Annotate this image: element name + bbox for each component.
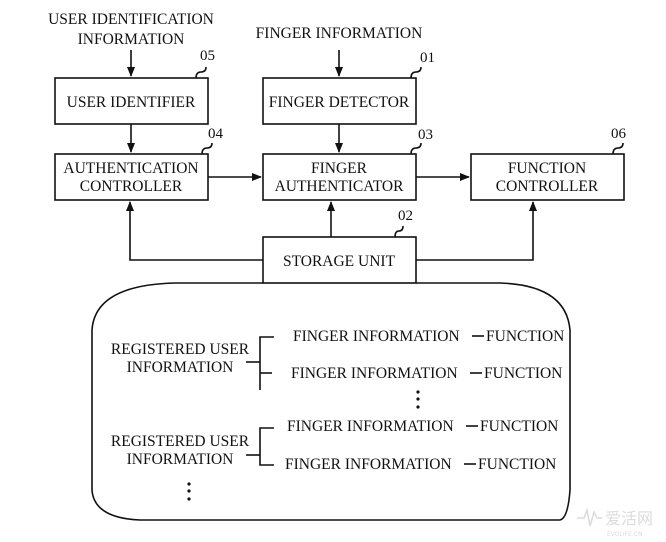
function-text: FUNCTION bbox=[486, 328, 564, 345]
vertical-ellipsis-1 bbox=[416, 390, 420, 409]
ref-leader-03 bbox=[410, 142, 422, 155]
finger-authenticator-label-line1: FINGER bbox=[311, 160, 368, 177]
function-controller-block: FUNCTION CONTROLLER 06 bbox=[470, 126, 627, 201]
vertical-ellipsis-2 bbox=[187, 482, 191, 501]
user-identifier-label: USER IDENTIFIER bbox=[67, 94, 196, 111]
user-identification-input-label-line2: INFORMATION bbox=[78, 31, 185, 48]
mapping-entry: FINGER INFORMATION FUNCTION bbox=[287, 418, 558, 435]
ref-number-04: 04 bbox=[208, 126, 224, 142]
ref-leader-02 bbox=[394, 225, 404, 238]
finger-information-text: FINGER INFORMATION bbox=[291, 365, 458, 382]
registered-user-label-1-line2: INFORMATION bbox=[127, 359, 234, 376]
finger-information-input-label: FINGER INFORMATION bbox=[256, 25, 423, 42]
bracket-1 bbox=[259, 336, 274, 390]
ref-leader-04 bbox=[201, 142, 213, 155]
finger-information-text: FINGER INFORMATION bbox=[287, 418, 454, 435]
registered-user-label-2-line2: INFORMATION bbox=[127, 451, 234, 468]
arrow-storage-to-auth-controller bbox=[126, 201, 263, 261]
registered-user-label-2-line1: REGISTERED USER bbox=[111, 433, 250, 450]
function-controller-label-line2: CONTROLLER bbox=[496, 178, 599, 195]
storage-unit-label: STORAGE UNIT bbox=[283, 253, 396, 270]
authentication-controller-block: AUTHENTICATION CONTROLLER 04 bbox=[54, 126, 224, 201]
ref-leader-06 bbox=[612, 142, 624, 155]
ref-number-05: 05 bbox=[200, 48, 215, 64]
function-text: FUNCTION bbox=[478, 456, 556, 473]
finger-detector-block: FINGER DETECTOR 01 bbox=[262, 50, 435, 125]
ref-leader-05 bbox=[195, 66, 207, 79]
ref-leader-01 bbox=[410, 66, 422, 79]
storage-contents-container bbox=[91, 282, 571, 521]
function-text: FUNCTION bbox=[480, 418, 558, 435]
bracket-2 bbox=[259, 427, 274, 466]
mapping-entry: FINGER INFORMATION FUNCTION bbox=[291, 365, 562, 382]
finger-information-text: FINGER INFORMATION bbox=[293, 328, 460, 345]
pulse-logo-icon bbox=[577, 507, 602, 527]
finger-detector-label: FINGER DETECTOR bbox=[269, 94, 410, 111]
mapping-entry: FINGER INFORMATION FUNCTION bbox=[293, 328, 564, 345]
watermark-text: 爱活网 bbox=[605, 509, 653, 528]
finger-information-text: FINGER INFORMATION bbox=[285, 456, 452, 473]
registered-user-label-1-line1: REGISTERED USER bbox=[111, 341, 250, 358]
function-text: FUNCTION bbox=[484, 365, 562, 382]
user-identification-input-label-line1: USER IDENTIFICATION bbox=[48, 11, 214, 28]
user-identifier-block: USER IDENTIFIER 05 bbox=[54, 48, 215, 125]
ref-number-02: 02 bbox=[398, 208, 413, 224]
authentication-controller-label-line1: AUTHENTICATION bbox=[63, 160, 198, 177]
ref-number-01: 01 bbox=[420, 50, 435, 66]
registered-user-group-2: REGISTERED USER INFORMATION FINGER INFOR… bbox=[111, 418, 558, 473]
authentication-controller-label-line2: CONTROLLER bbox=[80, 178, 183, 195]
ref-number-06: 06 bbox=[611, 126, 627, 142]
finger-authenticator-block: FINGER AUTHENTICATOR 03 bbox=[262, 127, 433, 201]
watermark: 爱活网 EVOLIFE.CN bbox=[577, 507, 653, 538]
arrow-storage-to-function-controller bbox=[416, 201, 537, 261]
function-controller-label-line1: FUNCTION bbox=[508, 160, 586, 177]
finger-authenticator-label-line2: AUTHENTICATOR bbox=[275, 178, 405, 195]
storage-unit-block: STORAGE UNIT 02 bbox=[262, 208, 417, 284]
ref-number-03: 03 bbox=[418, 127, 433, 143]
mapping-entry: FINGER INFORMATION FUNCTION bbox=[285, 456, 556, 473]
watermark-subtext: EVOLIFE.CN bbox=[607, 531, 642, 538]
registered-user-group-1: REGISTERED USER INFORMATION FINGER INFOR… bbox=[111, 328, 564, 409]
